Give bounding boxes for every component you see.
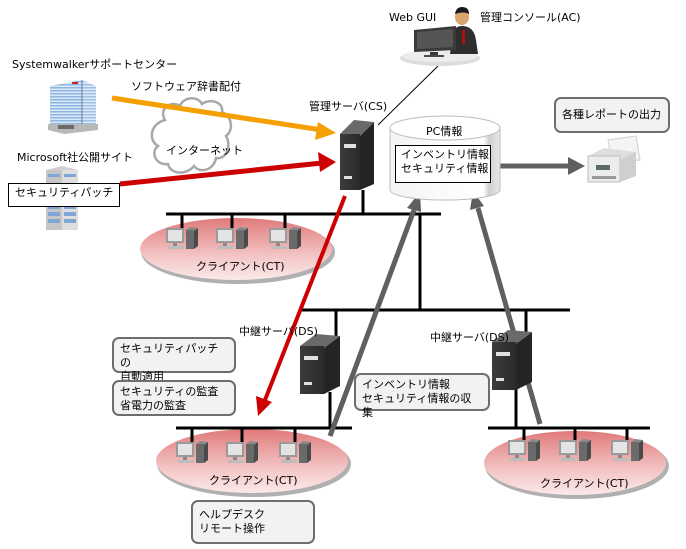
- client-group-top: [140, 218, 335, 284]
- support-center-building-icon: [48, 80, 98, 134]
- report-output-note: 各種レポートの出力: [554, 97, 670, 133]
- auto-apply-note: セキュリティパッチの 自動適用: [112, 337, 236, 383]
- web-gui-label: Web GUI: [389, 11, 437, 24]
- client-top-label: クライアント(CT): [196, 260, 285, 273]
- audit-line-2: 省電力の監査: [120, 399, 186, 412]
- client-pc-icon: [166, 227, 198, 249]
- client-bottom-left-label: クライアント(CT): [209, 474, 298, 487]
- relay-server-right-icon: [492, 330, 532, 390]
- pc-info-label: PC情報: [426, 125, 463, 138]
- security-patch-box: セキュリティパッチ: [8, 183, 120, 207]
- audit-note: セキュリティの監査 省電力の監査: [112, 380, 236, 416]
- management-server-label: 管理サーバ(CS): [309, 100, 388, 113]
- audit-line-1: セキュリティの監査: [120, 385, 219, 398]
- client-pcs: [166, 227, 643, 463]
- pc-info-line-inventory: インベントリ情報: [401, 148, 489, 161]
- client-bottom-right-label: クライアント(CT): [540, 477, 629, 490]
- client-pc-icon: [269, 227, 301, 249]
- relay-server-left-label: 中継サーバ(DS): [239, 325, 318, 338]
- collect-line-1: インベントリ情報: [362, 378, 450, 391]
- helpdesk-line-1: ヘルプデスク: [199, 508, 265, 521]
- software-dictionary-arrow: [111, 95, 336, 140]
- client-pc-icon: [611, 439, 643, 461]
- software-dictionary-label: ソフトウェア辞書配付: [131, 80, 241, 93]
- auto-apply-line-1: セキュリティパッチの: [120, 342, 219, 369]
- collect-line-2: セキュリティ情報の収集: [362, 392, 472, 419]
- network-lines: [166, 190, 650, 444]
- client-pc-icon: [508, 439, 540, 461]
- client-pc-icon: [559, 439, 591, 461]
- internet-label: インターネット: [166, 144, 243, 157]
- collect-note: インベントリ情報 セキュリティ情報の収集: [354, 373, 490, 419]
- helpdesk-note: ヘルプデスク リモート操作: [191, 500, 315, 544]
- auto-apply-line-2: 自動適用: [120, 370, 164, 383]
- relay-server-right-label: 中継サーバ(DS): [430, 331, 509, 344]
- internet-cloud-icon: [150, 97, 233, 174]
- client-pc-icon: [216, 227, 248, 249]
- admin-console-icon: [400, 7, 480, 66]
- relay-server-left-icon: [300, 334, 340, 394]
- pc-info-box: インベントリ情報 セキュリティ情報: [395, 145, 491, 183]
- client-pc-icon: [226, 441, 258, 463]
- console-link: [377, 65, 439, 126]
- microsoft-site-label: Microsoft社公開サイト: [17, 151, 134, 164]
- security-patch-distribute-arrow: [256, 195, 347, 416]
- helpdesk-line-2: リモート操作: [199, 522, 265, 535]
- security-patch-inbound-arrow: [119, 152, 336, 187]
- client-pc-icon: [279, 441, 311, 463]
- admin-console-label: 管理コンソール(AC): [480, 11, 581, 24]
- report-output-arrow: [500, 157, 585, 175]
- pc-info-line-security: セキュリティ情報: [401, 162, 489, 175]
- client-pc-icon: [176, 441, 208, 463]
- printer-icon: [587, 135, 641, 183]
- management-server-icon: [340, 120, 374, 190]
- support-center-label: Systemwalkerサポートセンター: [12, 58, 178, 71]
